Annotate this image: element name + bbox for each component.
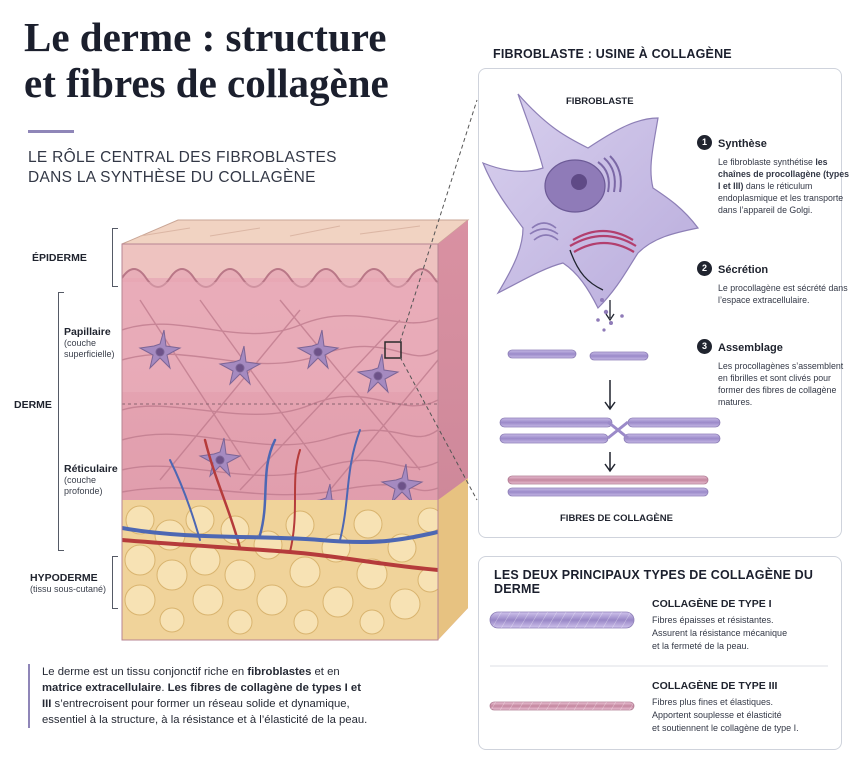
step-1: 1 Synthèse Le fibroblaste synthétise les … — [697, 134, 853, 216]
type-1-line-2: Assurent la résistance mécanique — [652, 628, 788, 638]
type-3-line-3: et soutiennent le collagène de type I. — [652, 723, 799, 733]
fibroblast-panel-header: FIBROBLASTE : USINE À COLLAGÈNE — [493, 47, 732, 61]
bracket-tick — [112, 286, 118, 287]
step-1-desc-c: dans le réticulum endoplasmique et les t… — [718, 181, 844, 215]
collagen-types-panel — [478, 556, 842, 750]
intro-bold-2: matrice extracellulaire — [42, 682, 162, 694]
type-1-line-3: et la fermeté de la peau. — [652, 641, 750, 651]
step-1-number: 1 — [697, 135, 712, 151]
type-3-line-2: Apportent souplesse et élasticité — [652, 710, 782, 720]
bracket-tick — [112, 228, 118, 229]
zoom-box — [384, 341, 402, 359]
fibroblast-diagram — [481, 93, 721, 497]
label-epiderme: ÉPIDERME — [32, 252, 87, 264]
subtitle-line-2: DANS LA SYNTHÈSE DU COLLAGÈNE — [28, 169, 316, 186]
bracket-tick — [112, 608, 118, 609]
type-1-line-1: Fibres épaisses et résistantes. — [652, 615, 774, 625]
title-line-1: Le derme : structure — [24, 14, 387, 60]
page-title: Le derme : structure et fibres de collag… — [24, 14, 454, 106]
golgi-apparatus — [597, 155, 622, 193]
intro-text-4: s’entrecroisent pour former un réseau so… — [42, 698, 368, 726]
bracket-tick — [58, 550, 64, 551]
zoom-connector-top — [399, 99, 478, 343]
label-reticulaire: Réticulaire (couche profonde) — [64, 463, 118, 497]
papillaire-sub1: (couche — [64, 338, 97, 348]
intro-text-3: . — [161, 682, 168, 694]
secretion-arrow — [569, 249, 604, 291]
papillaire-title: Papillaire — [64, 326, 111, 338]
endoplasmic-reticulum — [569, 230, 637, 253]
hypoderm-side-face — [438, 478, 468, 640]
hypoderme-title: HYPODERME — [30, 572, 98, 584]
procollagen-fragment — [507, 349, 577, 359]
intro-bold-1: fibroblastes — [247, 666, 312, 678]
label-hypoderme: HYPODERME (tissu sous-cutané) — [30, 572, 106, 595]
bracket-tick — [58, 292, 64, 293]
step-1-desc-a: Le fibroblaste synthétise — [718, 157, 816, 167]
intro-text-1: Le derme est un tissu conjonctif riche e… — [42, 666, 248, 678]
step-1-title: Synthèse — [718, 138, 767, 150]
step-2: 2 Sécrétion Le procollagène est sécrété d… — [697, 260, 853, 306]
type-3-line-1: Fibres plus fines et élastiques. — [652, 697, 774, 707]
bracket-epiderme — [112, 228, 113, 286]
step-1-description: Le fibroblaste synthétise les chaînes de… — [718, 156, 853, 216]
reticulaire-sub1: (couche — [64, 475, 97, 485]
step-3-title: Assemblage — [718, 342, 783, 354]
title-line-2: et fibres de collagène — [24, 60, 389, 106]
collagen-types-fibers — [489, 611, 828, 711]
reticulaire-title: Réticulaire — [64, 463, 118, 475]
zoom-connector-bottom — [399, 356, 478, 501]
procollagen-fragment — [589, 351, 649, 361]
collagen-type-1-info: COLLAGÈNE DE TYPE I Fibres épaisses et r… — [652, 598, 832, 653]
step-2-title: Sécrétion — [718, 264, 769, 276]
step-3-number: 3 — [697, 339, 712, 355]
label-derme: DERME — [14, 399, 52, 411]
step-3: 3 Assemblage Les procollagènes s’assemble… — [697, 338, 853, 408]
subtitle-line-1: LE RÔLE CENTRAL DES FIBROBLASTES — [28, 149, 337, 166]
bracket-derme — [58, 292, 59, 550]
hypoderme-sub: (tissu sous-cutané) — [30, 584, 107, 594]
intro-bold-3: Les fibres de collagène de types I et II… — [42, 682, 361, 710]
mature-collagen-fiber — [507, 487, 709, 497]
mature-collagen-fiber — [507, 475, 709, 485]
intro-text-2: et en — [311, 666, 340, 678]
step-2-number: 2 — [697, 261, 712, 277]
title-accent-line — [28, 130, 74, 133]
fibers-label: FIBRES DE COLLAGÈNE — [560, 513, 673, 524]
bracket-hypoderme — [112, 556, 113, 608]
type-3-title: COLLAGÈNE DE TYPE III — [652, 680, 778, 692]
fibroblast-cell-label: FIBROBLASTE — [566, 96, 634, 107]
type-1-title: COLLAGÈNE DE TYPE I — [652, 598, 772, 610]
reticulaire-sub2: profonde) — [64, 486, 103, 496]
type-1-description: Fibres épaisses et résistantes. Assurent… — [652, 614, 832, 653]
skin-top-face — [121, 219, 470, 245]
bracket-tick — [112, 556, 118, 557]
intro-text: Le derme est un tissu conjonctif riche e… — [28, 664, 372, 728]
label-papillaire: Papillaire (couche superficielle) — [64, 326, 115, 360]
papillaire-sub2: superficielle) — [64, 349, 115, 359]
step-2-description: Le procollagène est sécrété dans l’espac… — [718, 283, 848, 305]
type-3-description: Fibres plus fines et élastiques. Apporte… — [652, 696, 836, 735]
page-subtitle: LE RÔLE CENTRAL DES FIBROBLASTES DANS LA… — [28, 148, 448, 188]
assembly-arrow — [604, 380, 616, 411]
collagen-type-3-info: COLLAGÈNE DE TYPE III Fibres plus fines … — [652, 680, 836, 735]
step-3-description: Les procollagènes s’assemblent en fibril… — [718, 361, 844, 407]
step-1-desc-b: les chaînes de procollagène (types I et … — [718, 157, 850, 191]
collagen-types-header: LES DEUX PRINCIPAUX TYPES DE COLLAGÈNE D… — [494, 568, 814, 596]
